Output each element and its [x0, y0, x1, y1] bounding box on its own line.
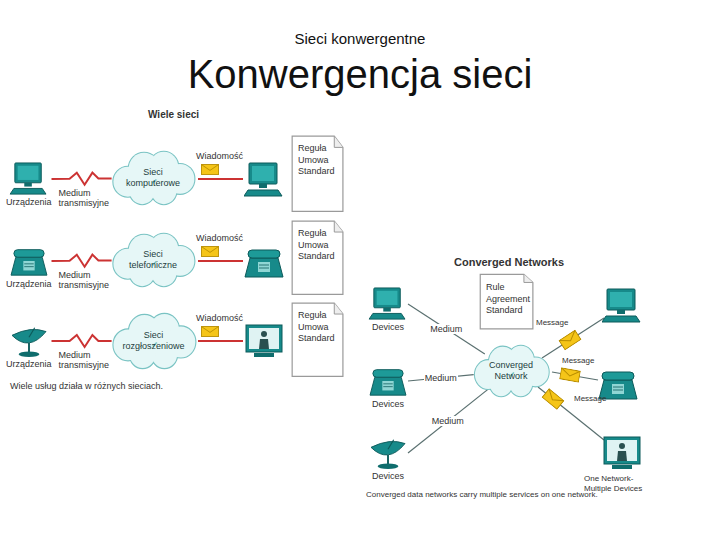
network-cloud: Sieci komputerowe — [108, 150, 198, 206]
message-label: Message — [574, 394, 606, 403]
medium-label: Medium transmisyjne — [58, 188, 118, 209]
device-node: Devices — [368, 287, 408, 332]
network-cloud: Sieci rozgłoszeniowe — [108, 312, 199, 370]
network-name: Sieci komputerowe — [122, 167, 184, 189]
message-label: Wiadomość — [196, 233, 243, 243]
panel-caption: Converged data networks carry multiple s… — [366, 490, 598, 499]
rule-text: Rule Agreement Standard — [486, 282, 526, 317]
panel-caption: Wiele usług działa w różnych sieciach. — [10, 381, 163, 391]
transmission-medium — [52, 335, 112, 347]
device-label: Urządzenia — [6, 197, 52, 207]
message-label: Wiadomość — [196, 313, 243, 323]
slide-subtitle: Sieci konwergentne — [0, 30, 720, 47]
device-icon — [9, 324, 49, 358]
device-label: Devices — [372, 471, 404, 481]
message-label: Wiadomość — [196, 151, 243, 161]
device-node: Urządzenia — [6, 244, 52, 289]
rule-document: Reguła Umowa Standard — [290, 300, 344, 378]
device-icon — [368, 287, 408, 321]
device-node: Urządzenia — [6, 162, 52, 207]
network-name: Sieci rozgłoszeniowe — [122, 330, 185, 352]
rule-document: Reguła Umowa Standard — [290, 133, 344, 213]
medium-label: Medium transmisyjne — [58, 270, 118, 291]
network-cloud: Sieci telefoniczne — [108, 232, 198, 288]
network-name: Converged Network — [484, 360, 538, 382]
rule-document: Reguła Umowa Standard — [290, 218, 344, 296]
network-name: Sieci telefoniczne — [122, 249, 184, 271]
panel-heading: Wiele sieci — [148, 109, 199, 120]
transmission-medium — [52, 255, 112, 267]
medium-link — [408, 304, 485, 354]
medium-label: Medium — [424, 373, 458, 383]
panel-heading: Converged Networks — [454, 256, 564, 268]
rule-text: Reguła Umowa Standard — [298, 143, 336, 178]
device-label: Devices — [372, 322, 404, 332]
medium-link — [408, 390, 488, 453]
device-node: Urządzenia — [6, 324, 52, 369]
device-icon — [9, 244, 49, 278]
device-node: Devices — [368, 364, 408, 409]
network-cloud: Converged Network — [470, 344, 552, 398]
slide-title: Konwergencja sieci — [0, 52, 720, 97]
message-label: Message — [536, 318, 568, 327]
medium-label: Medium — [429, 324, 463, 334]
medium-label: Medium transmisyjne — [58, 350, 118, 371]
transmission-medium — [52, 173, 112, 185]
medium-label: Medium — [431, 416, 465, 426]
device-icon — [368, 436, 408, 470]
rule-document: Rule Agreement Standard — [478, 272, 534, 330]
device-label: Devices — [372, 399, 404, 409]
device-icon — [368, 364, 408, 398]
device-icon — [9, 162, 49, 196]
device-node: Devices — [368, 436, 408, 481]
device-label: Urządzenia — [6, 279, 52, 289]
rule-text: Reguła Umowa Standard — [298, 228, 336, 263]
rule-text: Reguła Umowa Standard — [298, 310, 336, 345]
device-label: Urządzenia — [6, 359, 52, 369]
message-label: Message — [562, 356, 594, 365]
